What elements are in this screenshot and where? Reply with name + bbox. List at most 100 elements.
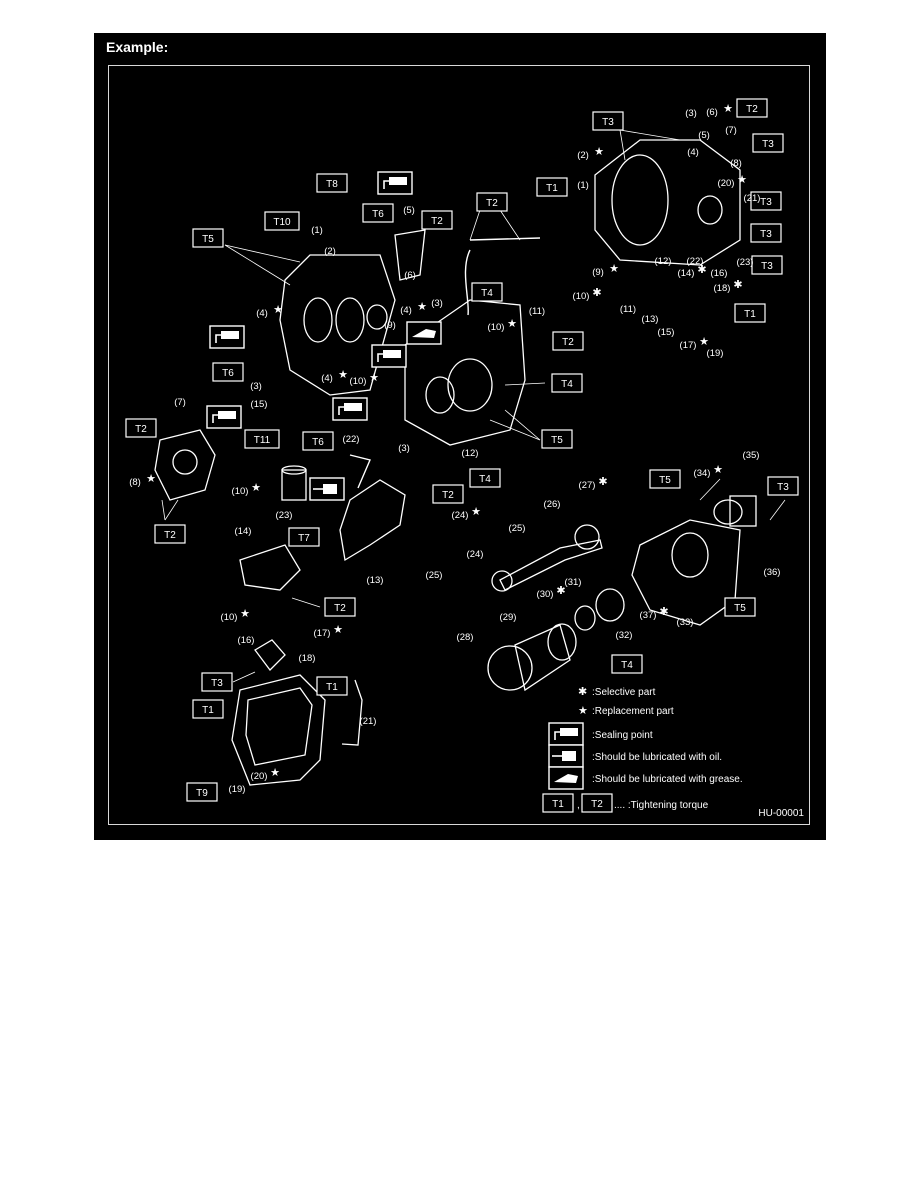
selective-asterisk-icon: ✱	[697, 264, 706, 276]
component-drawings	[154, 139, 757, 786]
part-label: (15)	[658, 327, 675, 338]
oil-pan-inner-drawing	[245, 687, 313, 766]
legend-selective-icon: ✱	[578, 686, 587, 698]
part-label: (1)	[577, 180, 589, 191]
part-label: (20)	[251, 771, 268, 782]
part-label: (37)	[640, 610, 657, 621]
leader-line	[489, 419, 541, 441]
oil-filter-top-drawing	[281, 465, 307, 475]
torque-label-t4: T4	[561, 379, 573, 390]
torque-box-t2	[125, 418, 157, 438]
selective-asterisk-icon: ✱	[598, 476, 607, 488]
leader-line	[224, 244, 301, 263]
replacement-star-icon: ★	[369, 372, 379, 384]
part-label: (14)	[235, 526, 252, 537]
torque-box-t4	[551, 373, 583, 393]
legend-torque-text: .... :Tightening torque	[614, 800, 709, 811]
part-label: (16)	[711, 268, 728, 279]
part-label: (21)	[744, 193, 761, 204]
torque-label-t2: T2	[334, 603, 346, 614]
part-label: (29)	[500, 612, 517, 623]
torque-label-t2: T2	[431, 216, 443, 227]
part-labels: (1)(2)(3)(4)★(5)(6)(9)(3)(4)★(10)★(4)★(1…	[129, 103, 780, 795]
exploded-view-drawing: T3T2T3T1T3T3T3T1T8T6T2T2T10T5T4T2T4T5T4T…	[125, 98, 799, 813]
torque-box-t3	[750, 223, 782, 243]
torque-box-t3	[201, 672, 233, 692]
bearing-32-drawing	[595, 588, 625, 622]
part-label: (12)	[655, 256, 672, 267]
part-label: (23)	[276, 510, 293, 521]
torque-label-t10: T10	[273, 217, 291, 228]
sealant-tube-nozzle	[377, 353, 383, 362]
selective-asterisk-icon: ✱	[592, 287, 601, 299]
sealant-tube-body	[221, 331, 239, 339]
part-label: (2)	[577, 150, 589, 161]
legend-selective-text: :Selective part	[592, 687, 656, 698]
right-case-bore-drawing	[447, 358, 493, 412]
oil-can-body	[323, 484, 337, 494]
leader-line	[504, 409, 541, 441]
leader-lines	[161, 129, 786, 683]
replacement-star-icon: ★	[737, 174, 747, 186]
part-label: (36)	[764, 567, 781, 578]
torque-label-t3: T3	[211, 678, 223, 689]
torque-label-t4: T4	[621, 660, 633, 671]
torque-label-t5: T5	[734, 603, 746, 614]
sealant-tube-body	[560, 728, 578, 736]
part-label: (6)	[706, 107, 718, 118]
replacement-star-icon: ★	[471, 506, 481, 518]
torque-box-t1	[536, 177, 568, 197]
legend-torque-label: T1	[552, 799, 564, 810]
torque-label-t2: T2	[746, 104, 758, 115]
sealant-tube-nozzle	[212, 414, 218, 423]
torque-label-t8: T8	[326, 179, 338, 190]
left-case-drawing	[279, 254, 396, 396]
torque-label-t3: T3	[760, 229, 772, 240]
torque-box-t5	[192, 228, 224, 248]
torque-label-t1: T1	[546, 183, 558, 194]
torque-box-t2	[432, 484, 464, 504]
part-label: (19)	[229, 784, 246, 795]
torque-label-t5: T5	[659, 475, 671, 486]
torque-box-t4	[469, 468, 501, 488]
part-label: (31)	[565, 577, 582, 588]
legend-replacement-icon: ★	[578, 705, 588, 717]
torque-box-t3	[752, 133, 784, 153]
torque-box-t11	[244, 429, 280, 449]
sealant-tube-body	[344, 403, 362, 411]
part-label: (9)	[592, 267, 604, 278]
legend-oil-text: :Should be lubricated with oil.	[592, 752, 722, 763]
part-label: (21)	[360, 716, 377, 727]
part-label: (22)	[343, 434, 360, 445]
diagram-code: HU-00001	[758, 808, 804, 819]
part-label: (4)	[400, 305, 412, 316]
part-label: (35)	[743, 450, 760, 461]
leader-line	[504, 382, 546, 386]
legend-torque-label: T2	[591, 799, 603, 810]
replacement-star-icon: ★	[273, 304, 283, 316]
part-label: (19)	[707, 348, 724, 359]
selective-asterisk-icon: ✱	[733, 279, 742, 291]
part-label: (10)	[232, 486, 249, 497]
replacement-star-icon: ★	[609, 263, 619, 275]
part-label: (23)	[737, 257, 754, 268]
leader-line	[619, 129, 681, 141]
torque-box-t3	[750, 191, 782, 211]
grease-gun-body	[554, 774, 578, 783]
left-case-bore-drawing	[335, 297, 365, 343]
torque-label-t7: T7	[298, 533, 310, 544]
part-label: (28)	[457, 632, 474, 643]
part-label: (17)	[680, 340, 697, 351]
torque-box-t6	[302, 431, 334, 451]
extension-bore-drawing	[671, 532, 709, 578]
bearing-34-drawing	[713, 499, 743, 525]
legend-replacement-text: :Replacement part	[592, 706, 674, 717]
part-label: (5)	[403, 205, 415, 216]
part-label: (25)	[426, 570, 443, 581]
torque-box-t2	[736, 98, 768, 118]
torque-label-t2: T2	[442, 490, 454, 501]
part-label: (4)	[321, 373, 333, 384]
torque-box-t6	[212, 362, 244, 382]
torque-label-t1: T1	[744, 309, 756, 320]
torque-box-t10	[264, 211, 300, 231]
